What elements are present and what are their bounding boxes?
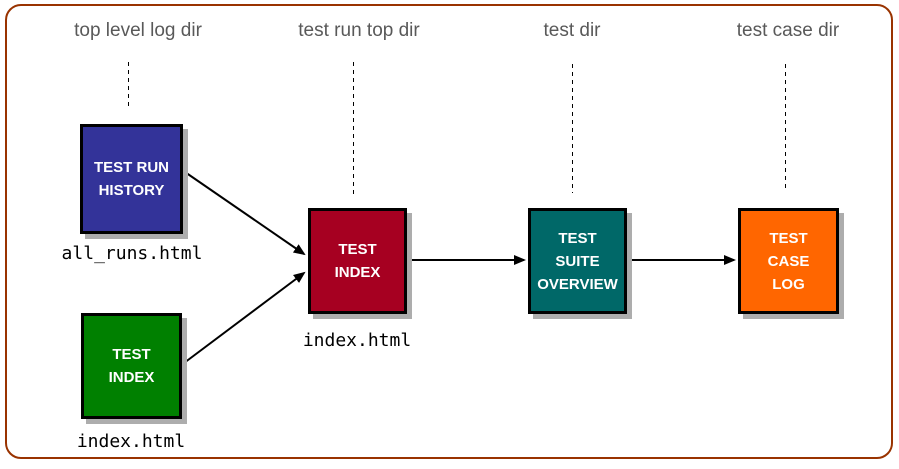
node-test-run-history: TEST RUN HISTORY — [80, 124, 183, 234]
node-label-line: INDEX — [108, 369, 155, 386]
node-label-line: INDEX — [334, 264, 381, 281]
column-header-top-level-log-dir: top level log dir — [74, 20, 202, 41]
column-header-test-run-top-dir: test run top dir — [298, 20, 420, 41]
arrow-history-to-index — [181, 169, 306, 256]
node-label-line: TEST RUN — [94, 159, 169, 176]
column-header-test-case-dir: test case dir — [736, 20, 840, 41]
node-label-line: TEST — [769, 229, 808, 247]
node-label-line: TEST — [338, 241, 377, 258]
file-label-index-html-test-run: index.html — [302, 330, 412, 351]
node-test-suite-overview: TEST SUITE OVERVIEW — [528, 208, 627, 314]
node-test-case-log: TEST CASE LOG — [738, 208, 839, 314]
node-label-line: LOG — [772, 275, 805, 293]
column-header-test-dir: test dir — [543, 20, 601, 41]
node-label-line: TEST — [558, 229, 597, 247]
node-label-line: CASE — [767, 252, 810, 270]
arrow-index-to-index — [183, 271, 306, 364]
node-label-line: HISTORY — [98, 182, 165, 199]
file-label-index-html-top-level: index.html — [76, 431, 186, 452]
figure-rounded-border — [5, 4, 893, 459]
node-label-line: TEST — [112, 346, 151, 363]
node-test-index-test-run: TEST INDEX — [308, 208, 407, 314]
file-label-all-runs-html: all_runs.html — [61, 243, 203, 264]
node-test-index-top-level: TEST INDEX — [81, 313, 182, 419]
node-label-line: SUITE — [555, 252, 600, 270]
node-label-line: OVERVIEW — [537, 275, 618, 293]
